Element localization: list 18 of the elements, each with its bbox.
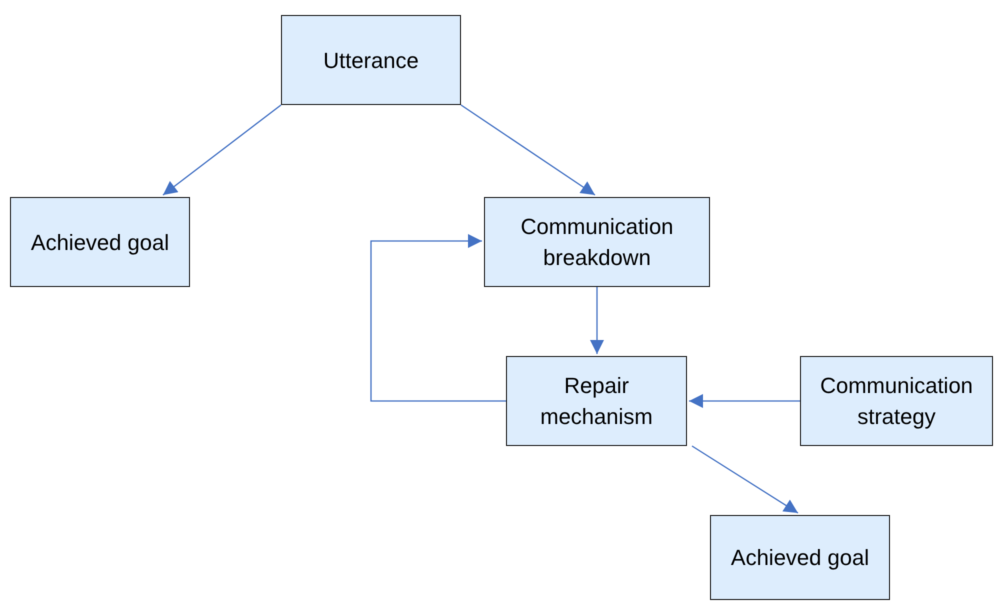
process-box bbox=[10, 197, 190, 287]
arrow bbox=[692, 445, 798, 514]
box-label: Utterance bbox=[323, 46, 419, 74]
process-box bbox=[800, 356, 993, 446]
box-label: Repair mechanism bbox=[539, 372, 654, 431]
box-label: Communication strategy bbox=[819, 372, 974, 431]
arrow bbox=[689, 394, 800, 408]
process-box bbox=[281, 15, 461, 105]
box-label: Achieved goal bbox=[30, 228, 170, 257]
process-box bbox=[710, 515, 890, 600]
arrow bbox=[370, 234, 506, 402]
arrow bbox=[590, 287, 604, 354]
process-box bbox=[484, 197, 710, 287]
process-box bbox=[506, 356, 687, 446]
box-label: Achieved goal bbox=[730, 544, 870, 572]
box-label: Communication breakdown bbox=[520, 213, 674, 272]
arrow bbox=[460, 104, 596, 196]
arrow bbox=[162, 104, 282, 196]
